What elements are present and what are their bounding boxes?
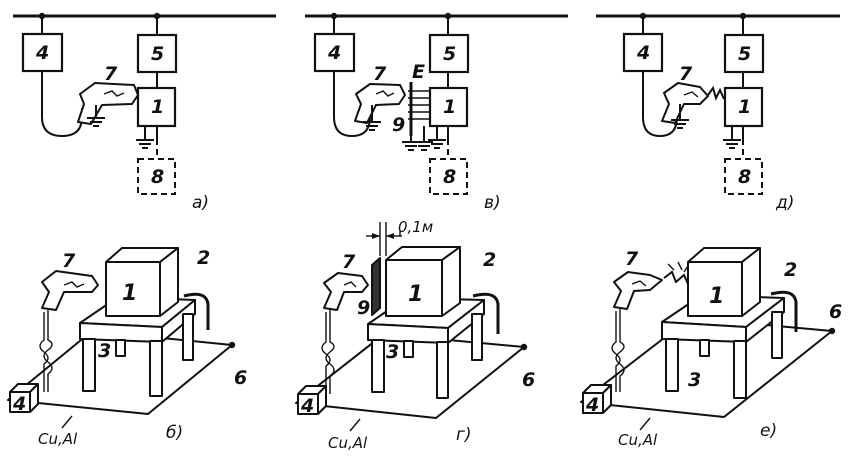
discharge-gun-7 bbox=[661, 82, 709, 124]
table-3-label: 3 bbox=[688, 369, 701, 391]
gun-7-label: 7 bbox=[342, 251, 356, 273]
ground-6-label: 6 bbox=[829, 301, 842, 323]
caption-g: г) bbox=[456, 425, 472, 445]
block-4-label: 4 bbox=[636, 42, 650, 64]
table-3-label: 3 bbox=[386, 341, 399, 363]
block-8-label: 8 bbox=[443, 166, 456, 188]
auxiliary-block-8 bbox=[724, 158, 763, 195]
caption-d: д) bbox=[775, 193, 794, 213]
ground-material-label: Cu,Al bbox=[38, 430, 78, 448]
caption-b: б) bbox=[166, 423, 183, 443]
schematic-panel-d: 4 5 1 8 7 д) bbox=[596, 12, 840, 213]
caption-a: а) bbox=[192, 193, 209, 213]
cable-2-label: 2 bbox=[784, 259, 797, 281]
auxiliary-block-8 bbox=[429, 158, 468, 195]
gun-7-label: 7 bbox=[679, 63, 693, 85]
gun-7-label: 7 bbox=[625, 248, 639, 270]
gun-7-label: 7 bbox=[62, 250, 76, 272]
generator-block-4 bbox=[622, 32, 664, 73]
block-4-label: 4 bbox=[585, 394, 599, 416]
block-4-label: 4 bbox=[35, 42, 49, 64]
plate-9-label: 9 bbox=[357, 297, 370, 319]
installation-panel-e: 1 2 3 6 7 4 Cu,Al е) bbox=[580, 247, 842, 449]
generator-block-4 bbox=[21, 32, 64, 73]
block-4-label: 4 bbox=[12, 393, 26, 415]
distance-label: 0,1м bbox=[398, 218, 433, 236]
block-5-label: 5 bbox=[738, 43, 751, 65]
generator-block-4 bbox=[313, 32, 356, 73]
block-4-label: 4 bbox=[327, 42, 341, 64]
caption-v: в) bbox=[484, 193, 501, 213]
schematic-panel-a: 4 5 1 8 7 а) bbox=[13, 12, 276, 213]
cube-1-label: 1 bbox=[122, 281, 137, 306]
ground-material-label: Cu,Al bbox=[618, 431, 658, 449]
spark-icon bbox=[663, 261, 689, 285]
block-8-label: 8 bbox=[738, 166, 751, 188]
field-e-label: E bbox=[412, 61, 425, 83]
discharge-gun-7 bbox=[613, 271, 663, 310]
auxiliary-block-8 bbox=[137, 158, 176, 195]
block-5-label: 5 bbox=[151, 43, 164, 65]
block-1-label: 1 bbox=[738, 96, 751, 118]
spark-icon bbox=[707, 85, 725, 101]
block-4-label: 4 bbox=[300, 395, 314, 417]
coupling-plate-9 bbox=[371, 257, 381, 316]
cable-2-label: 2 bbox=[197, 247, 210, 269]
cube-1-label: 1 bbox=[709, 284, 724, 309]
installation-panel-g: 1 9 0,1м 2 3 6 7 4 Cu,Al г) bbox=[295, 218, 535, 452]
discharge-gun-7 bbox=[323, 272, 369, 311]
block-8-label: 8 bbox=[151, 166, 164, 188]
block-5-label: 5 bbox=[443, 43, 456, 65]
block-1-label: 1 bbox=[151, 96, 164, 118]
block-1-label: 1 bbox=[443, 96, 456, 118]
ground-6-label: 6 bbox=[522, 369, 535, 391]
cable-2-label: 2 bbox=[483, 249, 496, 271]
plate-9-label: 9 bbox=[392, 114, 405, 136]
ground-material-label: Cu,Al bbox=[328, 434, 368, 452]
installation-panel-b: 1 2 3 6 7 4 Cu,Al б) bbox=[7, 247, 247, 448]
table-3-label: 3 bbox=[98, 340, 111, 362]
ground-6-label: 6 bbox=[234, 367, 247, 389]
cube-1-label: 1 bbox=[408, 282, 423, 307]
caption-e: е) bbox=[760, 421, 777, 441]
field-lines-e bbox=[408, 90, 430, 120]
discharge-gun-7 bbox=[41, 270, 99, 311]
equipment-under-test-1 bbox=[428, 86, 469, 128]
gun-7-label: 7 bbox=[373, 63, 387, 85]
power-block-5 bbox=[136, 33, 178, 74]
schematic-panel-v: 4 5 1 8 7 E 9 в) bbox=[305, 12, 568, 213]
gun-7-label: 7 bbox=[104, 63, 118, 85]
